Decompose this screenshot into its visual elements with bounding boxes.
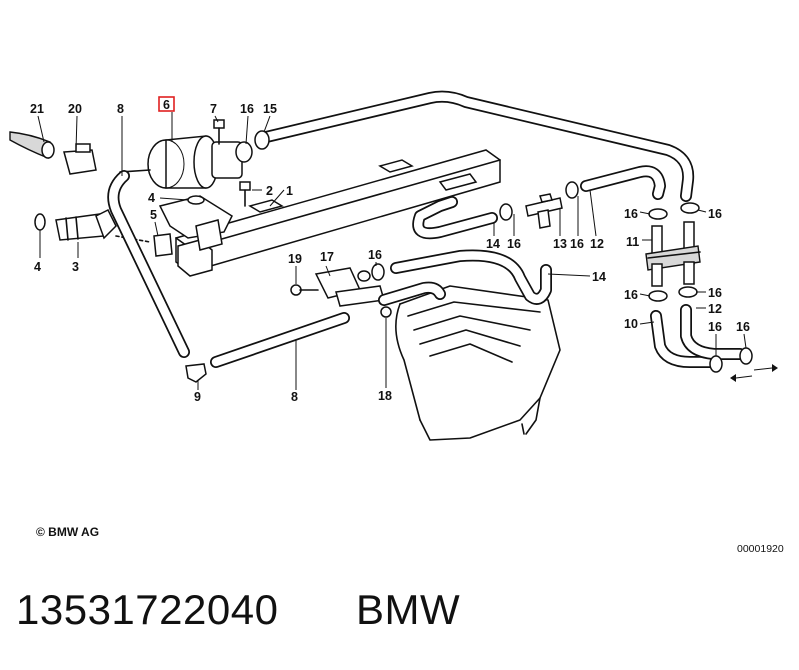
- hose-18: [378, 281, 446, 318]
- callout-15[interactable]: 15: [263, 102, 277, 116]
- callout-16-c[interactable]: 16: [507, 237, 521, 251]
- callout-18[interactable]: 18: [378, 389, 392, 403]
- clamp-16-right-b: [648, 286, 698, 302]
- screw-2: [239, 181, 251, 207]
- callout-16-f[interactable]: 16: [708, 207, 722, 221]
- callout-1[interactable]: 1: [286, 184, 293, 198]
- callout-16-e[interactable]: 16: [624, 207, 638, 221]
- clamp-16-upper: [235, 130, 270, 163]
- intake-manifold: [395, 285, 561, 441]
- tee-13: [525, 193, 563, 229]
- callout-10[interactable]: 10: [624, 317, 638, 331]
- hose-8-lower: [210, 312, 350, 368]
- part-number: 13531722040: [16, 586, 279, 633]
- callout-19[interactable]: 19: [288, 252, 302, 266]
- callout-16-b[interactable]: 16: [368, 248, 382, 262]
- callout-5[interactable]: 5: [150, 208, 157, 222]
- copyright-notice: © BMW AG: [36, 525, 100, 539]
- valve-17: [314, 267, 385, 307]
- callout-6[interactable]: 6: [163, 98, 170, 112]
- callout-20[interactable]: 20: [68, 102, 82, 116]
- washer-4-upper: [187, 195, 205, 205]
- screw-19: [290, 284, 319, 296]
- callout-16-g[interactable]: 16: [624, 288, 638, 302]
- hose-12-upper: [580, 165, 666, 200]
- leader-lines: [37, 112, 747, 390]
- callout-14-b[interactable]: 14: [592, 270, 606, 284]
- callout-8-upper[interactable]: 8: [117, 102, 124, 116]
- callout-3[interactable]: 3: [72, 260, 79, 274]
- callout-7[interactable]: 7: [210, 102, 217, 116]
- fuel-rail: [175, 149, 501, 277]
- flow-arrows: [730, 364, 778, 382]
- callout-13[interactable]: 13: [553, 237, 567, 251]
- callout-16-i[interactable]: 16: [708, 320, 722, 334]
- hose-12-lower: [680, 304, 746, 360]
- drawing-number: 00001920: [737, 543, 784, 555]
- callout-12-a[interactable]: 12: [590, 237, 604, 251]
- bracket-5: [153, 233, 173, 257]
- callout-17[interactable]: 17: [320, 250, 334, 264]
- callout-4-lower[interactable]: 4: [34, 260, 41, 274]
- callout-16-d[interactable]: 16: [570, 237, 584, 251]
- callout-8-lower[interactable]: 8: [291, 390, 298, 404]
- screw-7: [213, 119, 225, 145]
- hose-14-upper: [412, 196, 513, 240]
- fitting-9: [185, 363, 207, 383]
- callout-21[interactable]: 21: [30, 102, 44, 116]
- callout-6-highlight: [158, 96, 175, 112]
- clamp-16-right-a: [648, 202, 700, 220]
- plug-21: [9, 131, 55, 159]
- hose-14-lower: [390, 249, 552, 305]
- hose-10: [650, 310, 718, 368]
- callout-12-b[interactable]: 12: [708, 302, 722, 316]
- callout-16-j[interactable]: 16: [736, 320, 750, 334]
- callout-9[interactable]: 9: [194, 390, 201, 404]
- callout-11[interactable]: 11: [626, 235, 639, 249]
- hose-8-vertical: [107, 170, 190, 358]
- callout-2[interactable]: 2: [266, 184, 273, 198]
- callout-14-a[interactable]: 14: [486, 237, 500, 251]
- parts-diagram: 21 20 8 6 7 16 15 4 2 1 5 4 3 19 17 16 1…: [9, 90, 778, 441]
- callout-16-h[interactable]: 16: [708, 286, 722, 300]
- clamp-16-middle: [371, 263, 385, 281]
- callout-4-upper[interactable]: 4: [148, 191, 155, 205]
- filter-11: [645, 221, 701, 287]
- clamp-16-tee: [565, 181, 579, 199]
- callout-16-a[interactable]: 16: [240, 102, 254, 116]
- connector-20: [63, 143, 97, 175]
- brand-name: BMW: [356, 586, 461, 633]
- hose-15: [256, 90, 695, 202]
